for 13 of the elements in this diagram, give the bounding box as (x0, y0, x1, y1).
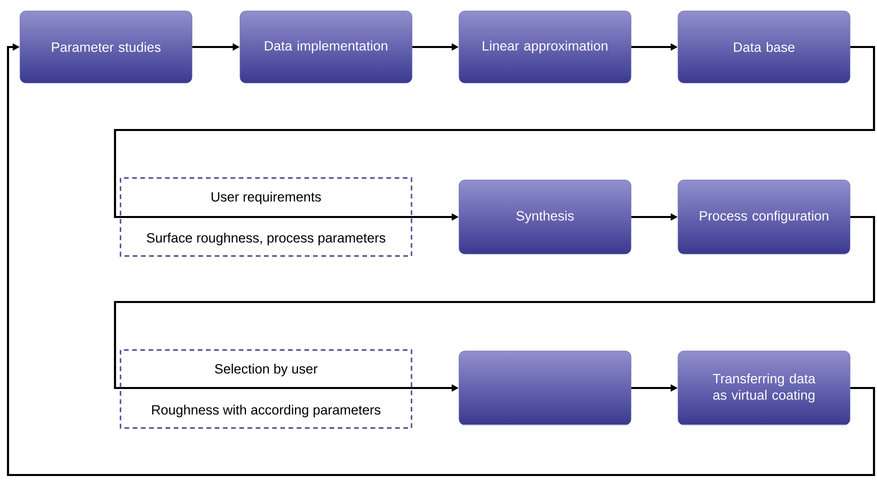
process-box: Transferring data as virtual coating (678, 350, 850, 426)
process-box: Synthesis (458, 180, 632, 254)
process-box: Data implementation (240, 10, 412, 84)
process-box: Parameter studies (20, 10, 192, 84)
arrow (6, 43, 876, 476)
note-text: Selection by user (214, 364, 318, 376)
note-text: Roughness with according parameters (152, 404, 380, 418)
process-box: Process configuration (678, 180, 850, 254)
note-text: User requirements (212, 192, 321, 204)
note-text: Surface roughness, process parameters (146, 232, 386, 246)
process-box: Data base (678, 10, 850, 84)
process-box (458, 350, 632, 426)
process-box: Linear approximation (458, 10, 632, 84)
